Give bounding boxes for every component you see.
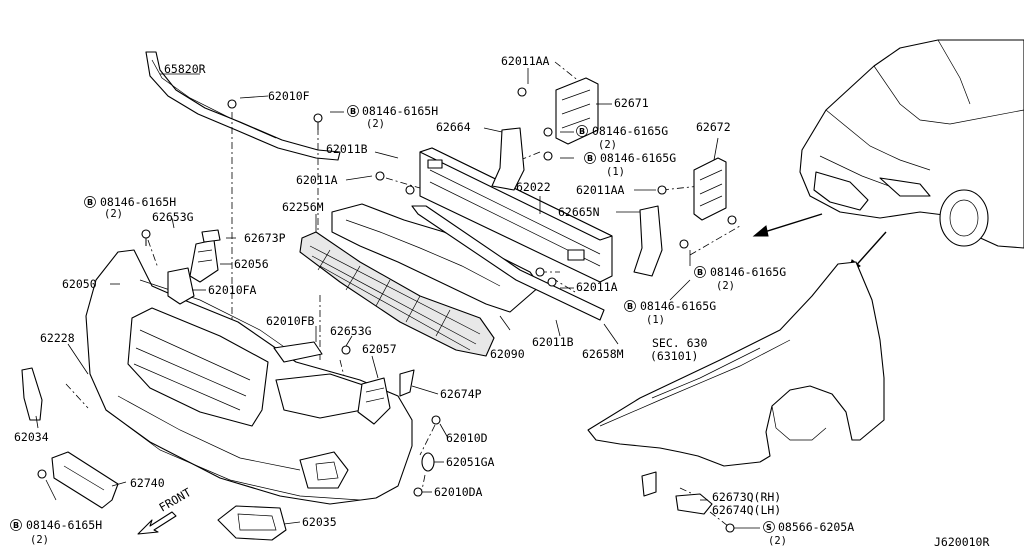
- part-65820R-seal: [145, 51, 341, 161]
- part-62010FA-clip: [167, 267, 195, 305]
- part-62051GA: [421, 452, 435, 472]
- label-62010D: 62010D: [446, 431, 488, 445]
- part-62673P: [201, 229, 221, 243]
- label-08146-6165G-c: B 08146-6165G (2): [694, 265, 786, 292]
- label-text: 08146-6165G: [600, 151, 676, 165]
- circled-letter: B: [579, 127, 585, 136]
- label-62056: 62056: [234, 257, 269, 271]
- label-sec630: SEC. 630: [652, 336, 707, 350]
- circled-letter: B: [697, 268, 703, 277]
- label-62022: 62022: [516, 180, 551, 194]
- leader-lines: [35, 68, 760, 529]
- assembly-lines: [65, 61, 741, 527]
- label-qty: (1): [646, 314, 665, 326]
- label-text: 08146-6165G: [640, 299, 716, 313]
- vehicle-front-illustration: [799, 39, 1024, 249]
- label-08146-6165H-b: B 08146-6165H (2): [84, 195, 176, 220]
- part-62035-fog-cover: [217, 505, 287, 541]
- label-65820R: 65820R: [164, 62, 206, 76]
- label-62011B-mid: 62011B: [532, 335, 574, 349]
- label-63101: (63101): [650, 349, 698, 363]
- label-62673P: 62673P: [244, 231, 286, 245]
- part-62671-bracket: [555, 77, 599, 145]
- part-62665N-stay: [633, 205, 663, 277]
- label-62010F: 62010F: [268, 89, 310, 103]
- part-62672-bracket: [693, 157, 727, 221]
- label-qty: (2): [716, 280, 735, 292]
- part-62050-bumper-fascia: [85, 249, 413, 505]
- label-08146-6165H-c: B 08146-6165H (2): [10, 518, 102, 546]
- label-08146-6165G-b: B 08146-6165G (1): [584, 151, 676, 178]
- circled-letter: B: [13, 521, 19, 530]
- label-62673Q: 62673Q(RH): [712, 490, 781, 504]
- circled-letter: B: [587, 154, 593, 163]
- label-qty: (2): [30, 534, 49, 546]
- fasteners: [37, 87, 737, 533]
- circled-letter: B: [87, 198, 93, 207]
- label-text: 08146-6165H: [26, 518, 102, 532]
- label-qty: (2): [366, 118, 385, 130]
- part-62010FB-clip: [273, 341, 323, 363]
- label-text: 08146-6165H: [362, 104, 438, 118]
- label-62010FA: 62010FA: [208, 283, 257, 297]
- label-text: 08566-6205A: [778, 520, 854, 534]
- part-62673Q-62674Q: [641, 471, 713, 515]
- label-62740: 62740: [130, 476, 165, 490]
- label-62051GA: 62051GA: [446, 455, 495, 469]
- label-62011AA-top: 62011AA: [501, 54, 550, 68]
- label-62674Q: 62674Q(LH): [712, 503, 781, 517]
- label-62653G-mid: 62653G: [330, 324, 372, 338]
- label-62050: 62050: [62, 277, 97, 291]
- label-62671: 62671: [614, 96, 649, 110]
- label-62010DA: 62010DA: [434, 485, 483, 499]
- label-62674P: 62674P: [440, 387, 482, 401]
- label-62010FB: 62010FB: [266, 314, 315, 328]
- label-62011A-top: 62011A: [296, 173, 338, 187]
- label-62664: 62664: [436, 120, 471, 134]
- label-08146-6165G-a: B 08146-6165G (2): [576, 124, 668, 151]
- part-62674P: [399, 369, 415, 397]
- label-text: 08146-6165H: [100, 195, 176, 209]
- part-62057-bracket: [357, 377, 391, 425]
- front-direction-arrow: [137, 511, 177, 535]
- part-62056-bracket: [189, 239, 219, 283]
- label-qty: (2): [768, 535, 787, 547]
- label-62256M: 62256M: [282, 200, 324, 214]
- label-qty: (2): [104, 208, 123, 220]
- label-62672: 62672: [696, 120, 731, 134]
- label-62665N: 62665N: [558, 205, 600, 219]
- label-62653G-top: 62653G: [152, 210, 194, 224]
- part-62664-stay: [491, 127, 525, 191]
- label-08146-6165H-a: B 08146-6165H (2): [347, 104, 438, 130]
- label-62034: 62034: [14, 430, 49, 444]
- label-62011A-mid: 62011A: [576, 280, 618, 294]
- label-62035: 62035: [302, 515, 337, 529]
- label-text: 08146-6165G: [592, 124, 668, 138]
- label-62658M: 62658M: [582, 347, 624, 361]
- circled-letter: B: [350, 107, 356, 116]
- callout-labels: 65820R 62010F B 08146-6165H (2) 62011B 6…: [10, 54, 989, 549]
- diagram-id: J620010R: [934, 535, 989, 549]
- label-62090: 62090: [490, 347, 525, 361]
- label-08566-6205A: S 08566-6205A (2): [763, 520, 854, 547]
- part-63101-fender: [587, 261, 885, 467]
- circled-letter: S: [766, 523, 772, 532]
- part-62090-absorber: [331, 203, 541, 313]
- circled-letter: B: [627, 302, 633, 311]
- label-62228: 62228: [40, 331, 75, 345]
- label-62011AA-mid: 62011AA: [576, 183, 625, 197]
- label-text: 08146-6165G: [710, 265, 786, 279]
- label-62057: 62057: [362, 342, 397, 356]
- label-62011B-top: 62011B: [326, 142, 368, 156]
- part-62256M-grille: [299, 231, 495, 357]
- label-qty: (1): [606, 166, 625, 178]
- part-62740-bracket: [51, 451, 119, 509]
- label-qty: (2): [598, 139, 617, 151]
- label-08146-6165G-d: B 08146-6165G (1): [624, 299, 716, 326]
- part-62658M-strip: [411, 205, 605, 321]
- part-62034-bracket: [21, 367, 43, 421]
